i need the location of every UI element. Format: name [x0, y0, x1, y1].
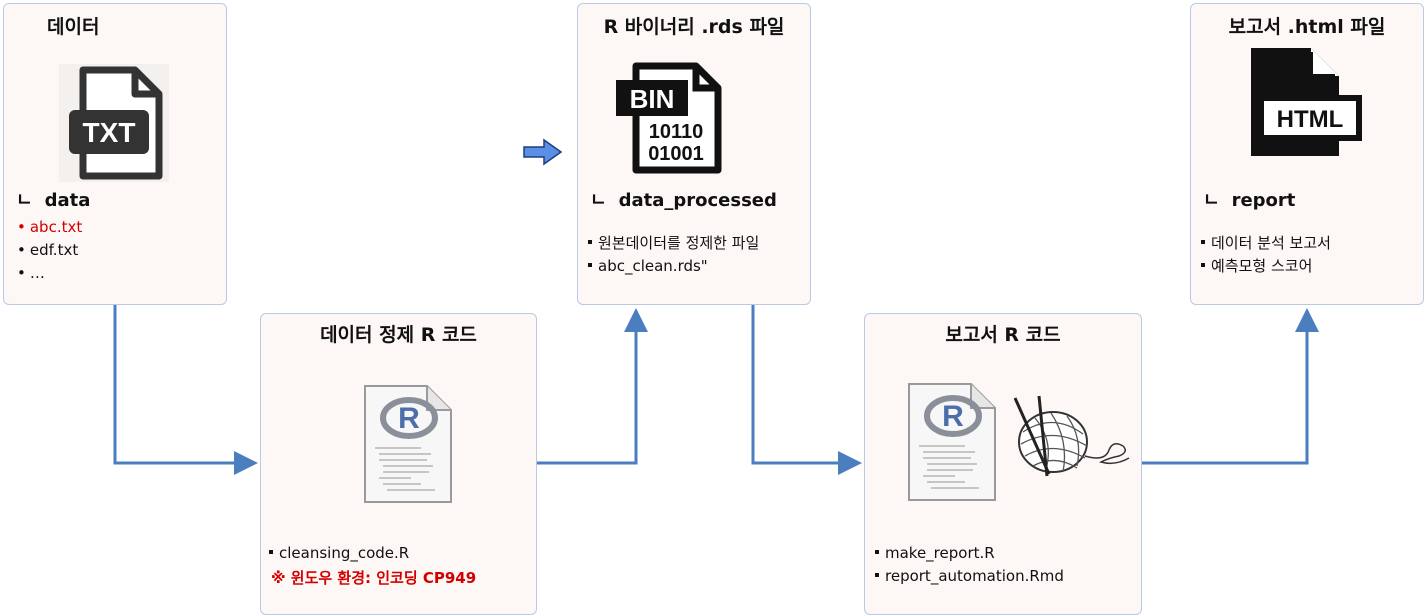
r-script-icon: R	[361, 382, 457, 510]
blue-arrow-icon	[523, 138, 563, 166]
list-item: 데이터 분석 보고서	[1201, 232, 1331, 255]
list-item: make_report.R	[875, 542, 1064, 565]
cleanse-item-list: cleansing_code.R	[269, 542, 409, 565]
data-box-title: 데이터	[47, 16, 100, 38]
encoding-note: ※ 윈도우 환경: 인코딩 CP949	[271, 569, 477, 587]
rds-folder-name: data_processed	[618, 190, 777, 211]
list-item: abc_clean.rds"	[588, 255, 759, 278]
list-item: report_automation.Rmd	[875, 565, 1064, 588]
rds-item-list: 원본데이터를 정제한 파일 abc_clean.rds"	[588, 232, 759, 278]
svg-text:01001: 01001	[648, 143, 704, 165]
connector-report-to-html	[1142, 308, 1319, 465]
bin-file-icon: BIN 10110 01001	[612, 62, 724, 178]
cleanse-box-title: 데이터 정제 R 코드	[320, 324, 477, 346]
html-file-icon: HTML	[1247, 44, 1363, 164]
html-folder-name: report	[1231, 190, 1296, 211]
list-item: •abc.txt	[17, 218, 83, 236]
report-item-list: make_report.R report_automation.Rmd	[875, 542, 1064, 588]
svg-text:BIN: BIN	[630, 84, 675, 114]
svg-text:R: R	[398, 402, 420, 435]
list-item: cleansing_code.R	[269, 542, 409, 565]
list-item: 예측모형 스코어	[1201, 255, 1331, 278]
connector-data-to-cleanse	[113, 305, 258, 475]
svg-text:HTML: HTML	[1277, 106, 1344, 133]
list-item: 원본데이터를 정제한 파일	[588, 232, 759, 255]
svg-text:R: R	[942, 400, 964, 433]
connector-rds-to-report	[751, 305, 862, 475]
data-folder-name: data	[44, 190, 91, 211]
svg-text:10110: 10110	[649, 121, 704, 143]
report-box: 보고서 R 코드 R	[864, 313, 1142, 615]
txt-file-icon: TXT	[59, 64, 169, 186]
list-item: •edf.txt	[17, 241, 79, 259]
html-box-title: 보고서 .html 파일	[1228, 16, 1386, 38]
report-box-title: 보고서 R 코드	[945, 324, 1061, 346]
svg-text:TXT: TXT	[83, 117, 136, 148]
r-script-icon: R	[905, 380, 1001, 508]
rds-box-title: R 바이너리 .rds 파일	[603, 16, 785, 38]
knitr-yarn-icon	[1005, 392, 1135, 496]
connector-cleanse-to-rds	[537, 308, 648, 465]
data-file-list: •abc.txt •edf.txt •…	[17, 216, 82, 285]
list-item: •…	[17, 264, 45, 282]
cleanse-box: 데이터 정제 R 코드 R cleansing_code.R ※ 윈도우 환경:…	[260, 313, 537, 615]
html-item-list: 데이터 분석 보고서 예측모형 스코어	[1201, 232, 1331, 278]
